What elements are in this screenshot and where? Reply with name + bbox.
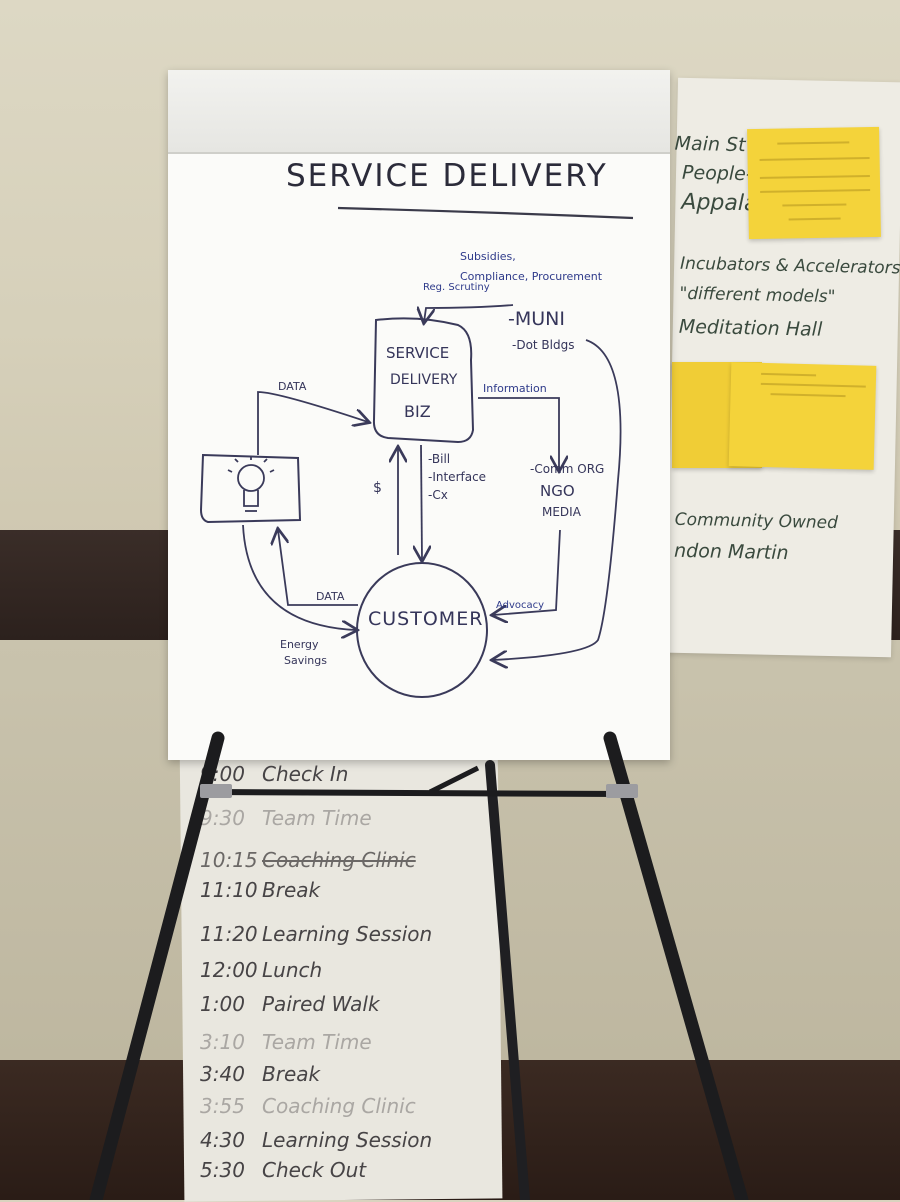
agenda-time: 10:15 (200, 848, 258, 872)
agenda-item: Coaching Clinic (262, 1094, 416, 1118)
agenda-time: 4:30 (200, 1128, 245, 1152)
back-sheet-line: Main St (674, 132, 746, 157)
agenda-time: 11:20 (200, 922, 258, 946)
label-dollar: $ (373, 480, 382, 496)
label-energy: Energy (280, 638, 319, 651)
flipchart-title: SERVICE DELIVERY (286, 158, 608, 194)
agenda-row: 3:55 Coaching Clinic (200, 1094, 416, 1118)
sticky-note (728, 362, 877, 470)
label-information: Information (483, 382, 547, 395)
idea-box-outline (199, 453, 302, 524)
title-underline (337, 206, 634, 220)
label-media: MEDIA (542, 505, 581, 519)
label-data-top: DATA (278, 380, 307, 393)
agenda-time: 1:00 (200, 992, 245, 1016)
agenda-time: 11:10 (200, 878, 258, 902)
agenda-item: Team Time (262, 1030, 372, 1054)
flipchart-pad: SERVICE DELIVERY SERVICE DELIVERY BIZ CU… (168, 70, 670, 760)
label-cx: -Cx (428, 488, 448, 502)
label-interface: -Interface (428, 470, 487, 484)
agenda-time: 3:40 (200, 1062, 245, 1086)
back-sheet-line: Community Owned (674, 509, 839, 534)
lightbulb-icon (227, 456, 275, 512)
back-sheet-line: ndon Martin (673, 539, 789, 565)
agenda-item: Lunch (262, 958, 323, 982)
back-sheet-line: Meditation Hall (678, 315, 823, 341)
label-advocacy: Advocacy (496, 600, 545, 611)
agenda-time: 12:00 (200, 958, 258, 982)
agenda-item: Learning Session (262, 922, 433, 946)
agenda-row: 5:30 Check Out (200, 1158, 366, 1182)
note-muni: -MUNI (508, 308, 565, 330)
agenda-time: 3:10 (200, 1030, 245, 1054)
agenda-item: Break (262, 878, 321, 902)
label-data-bottom: DATA (316, 590, 345, 603)
agenda-time: 9:30 (200, 806, 245, 830)
agenda-row: 1:00 Paired Walk (200, 992, 380, 1016)
label-savings: Savings (284, 654, 327, 667)
customer-label: CUSTOMER (368, 608, 484, 630)
service-box-label: BIZ (404, 402, 431, 421)
note-subsidies: Subsidies, (460, 250, 516, 263)
label-community-org: -Comm ORG (530, 462, 605, 476)
agenda-item: Learning Session (262, 1128, 433, 1152)
label-bill: -Bill (428, 452, 451, 466)
customer-circle (356, 562, 488, 698)
service-delivery-diagram (199, 206, 634, 698)
back-sheet-line: "different models" (679, 283, 836, 308)
agenda-item: Check In (262, 762, 349, 786)
agenda-item: Coaching Clinic (262, 848, 416, 872)
sticky-note (747, 126, 881, 240)
agenda-time: 3:55 (200, 1094, 245, 1118)
back-sheet-line: Incubators & Accelerators (679, 253, 900, 279)
flipchart-header (168, 70, 670, 154)
agenda-row: 3:10 Team Time (200, 1030, 372, 1054)
agenda-row: 9:30 Team Time (200, 806, 372, 830)
agenda-row: 4:30 Learning Session (200, 1128, 432, 1152)
agenda-time: 9:00 (200, 762, 245, 786)
agenda-item: Team Time (262, 806, 372, 830)
service-box-label: SERVICE (386, 344, 450, 362)
label-ngo: NGO (540, 482, 575, 500)
note-dot-bldgs: -Dot Bldgs (512, 338, 575, 352)
note-reg: Reg. Scrutiny (423, 282, 490, 293)
agenda-time: 5:30 (200, 1158, 245, 1182)
agenda-row: 9:00 Check In (200, 762, 348, 786)
service-box-label: DELIVERY (390, 372, 458, 388)
agenda-row: 3:40 Break (200, 1062, 320, 1086)
note-compliance: Compliance, Procurement (460, 270, 603, 283)
agenda-item: Check Out (262, 1158, 367, 1182)
agenda-item: Break (262, 1062, 321, 1086)
agenda-item: Paired Walk (262, 992, 380, 1016)
